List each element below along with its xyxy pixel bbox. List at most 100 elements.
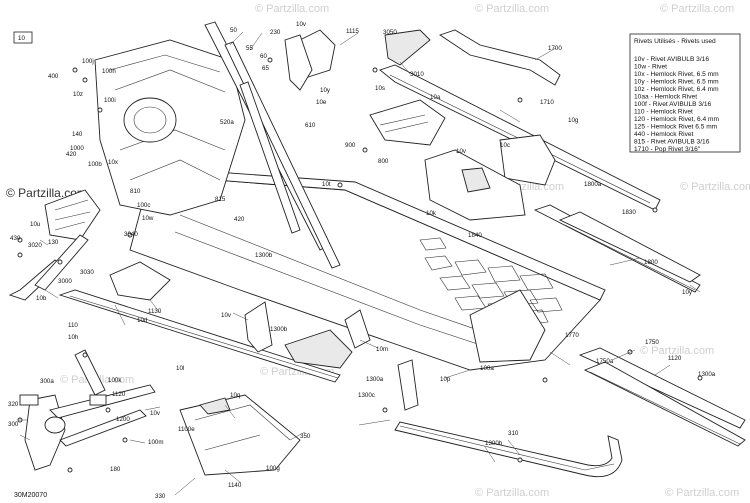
callout-label: 300a: [40, 378, 54, 385]
front-frame: [94, 39, 246, 216]
legend-line: 10aa - Hemlock Rivet: [634, 94, 697, 101]
callout-labels: 50 230 10v 60 55 65 1115 3050 3010 1700 …: [8, 21, 716, 500]
callout-label: 100k: [108, 377, 122, 384]
watermark: © Partzilla.com: [255, 3, 329, 15]
callout-label: 10v: [456, 148, 467, 155]
callout-label: 3000: [58, 278, 72, 285]
callout-label: 1120: [112, 391, 126, 398]
callout-label: 1300c: [358, 392, 375, 399]
callout-label: 1840: [468, 232, 482, 239]
callout-label: 320: [8, 401, 19, 408]
suspension-assembly: [19, 349, 156, 471]
callout-label: 10w: [142, 215, 154, 222]
callout-label: 10a: [430, 94, 441, 101]
bracket-10v-mid: [284, 329, 353, 369]
callout-label: 1750a: [596, 358, 614, 365]
callout-label: 10l: [176, 365, 184, 372]
callout-label: 10k: [426, 210, 437, 217]
callout-label: 10m: [376, 346, 388, 353]
legend-line: 10v - Rivet AVIBULB 3/16: [634, 56, 709, 63]
callout-label: 10v: [296, 21, 307, 28]
callout-label: 55: [246, 45, 253, 52]
callout-label: 10y: [320, 87, 331, 94]
callout-label: 110: [68, 322, 78, 329]
page-id-label: 10: [18, 35, 25, 42]
legend-line: 440 - Hemlock Rivet: [634, 131, 694, 138]
legend-line: 125 - Hemlock Rivet 6.5 mm: [634, 124, 718, 131]
callout-label: 10u: [30, 221, 41, 228]
callout-label: 140: [72, 131, 83, 138]
callout-label: 100a: [480, 365, 494, 372]
callout-label: 350: [300, 433, 311, 440]
legend-title: Rivets Utilisés - Rivets used: [634, 38, 716, 45]
callout-label: 1750: [645, 339, 659, 346]
watermark: © Partzilla.com: [640, 345, 714, 357]
callout-label: 10s: [375, 85, 385, 92]
callout-label: 1710: [540, 99, 554, 106]
callout-label: 10q: [230, 392, 241, 399]
plate-10b: [109, 261, 171, 301]
callout-label: 100g: [266, 465, 280, 472]
plate-10c: [499, 134, 556, 186]
plate-10k: [424, 149, 526, 221]
watermark: © Partzilla.com: [475, 3, 549, 15]
callout-label: 230: [270, 29, 281, 36]
u-frame-1300: [394, 421, 623, 478]
legend-line: 10w - Rivet: [634, 64, 667, 71]
callout-label: 10c: [500, 142, 510, 149]
callout-label: 1800: [644, 259, 658, 266]
callout-label: 1000: [70, 145, 84, 152]
callout-label: 100m: [148, 439, 163, 446]
callout-label: 100b: [88, 161, 102, 168]
callout-label: 1300b: [485, 440, 503, 447]
legend-line: 10x - Hemlock Rivet, 6.5 mm: [634, 71, 719, 78]
callout-label: 10x: [108, 159, 119, 166]
legend-line: 10z - Hemlock Rivet, 6.4 mm: [634, 86, 719, 93]
legend-line: 815 - Rivet AVIBULB 3/16: [634, 139, 710, 146]
callout-label: 420: [66, 151, 77, 158]
callout-label: 300: [8, 421, 19, 428]
bracket-1300b-mid: [344, 309, 371, 349]
callout-label: 10v: [150, 410, 161, 417]
callout-label: 310: [508, 430, 519, 437]
callout-label: 1300b: [270, 326, 288, 333]
legend-line: 100f - Rivet AVIBULB 3/16: [634, 101, 712, 108]
callout-label: 1700: [548, 45, 562, 52]
callout-label: 1800a: [584, 181, 602, 188]
callout-label: 10p: [440, 376, 451, 383]
leader-lines: [18, 31, 701, 496]
bracket-10l: [397, 359, 419, 411]
callout-label: 810: [130, 188, 141, 195]
callout-label: 10y: [682, 289, 693, 296]
callout-label: 3040: [124, 231, 138, 238]
callout-label: 10v: [221, 312, 232, 319]
callout-label: 100c: [137, 202, 150, 209]
lower-rail-1130: [58, 289, 341, 383]
callout-label: 10z: [73, 91, 83, 98]
watermark: © Partzilla.com: [475, 487, 549, 499]
callout-label: 3050: [383, 29, 397, 36]
callout-label: 610: [305, 122, 316, 129]
callout-label: 520a: [220, 119, 234, 126]
callout-label: 100j: [82, 58, 94, 65]
legend-line: 110 - Hemlock Rivet: [634, 109, 693, 116]
callout-label: 3020: [28, 242, 42, 249]
diagram-code: 30M20070: [14, 492, 47, 499]
watermark: © Partzilla.com: [660, 3, 734, 15]
footrest-10u: [44, 189, 101, 241]
callout-label: 400: [48, 73, 59, 80]
callout-label: 1200: [116, 416, 130, 423]
callout-label: 100i: [104, 97, 116, 104]
callout-label: 1300b: [255, 252, 273, 259]
callout-label: 10e: [316, 99, 327, 106]
callout-label: 65: [262, 65, 269, 72]
running-board-1800: [533, 204, 701, 293]
diagonal-tubes: [204, 21, 341, 269]
callout-label: 100h: [102, 68, 116, 75]
callout-label: 50: [230, 27, 237, 34]
watermark: © Partzilla.com: [680, 181, 750, 193]
callout-label: 800: [378, 158, 389, 165]
callout-label: 1115: [346, 28, 359, 35]
callout-label: 420: [234, 216, 245, 223]
callout-label: 1100e: [178, 426, 195, 433]
